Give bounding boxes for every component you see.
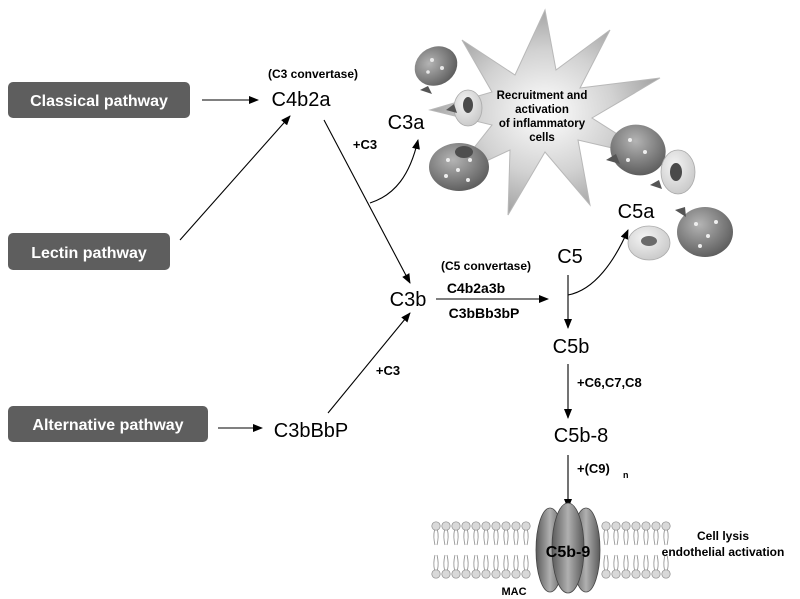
- inflammation-burst: Recruitment and activation of inflammato…: [428, 8, 661, 216]
- inflammatory-cell-icon: [446, 89, 483, 127]
- burst-line-3: of inflammatory: [499, 118, 586, 130]
- plus-c9-subscript: n: [623, 470, 629, 480]
- arrow-lectin-to-c4b2a: [179, 115, 291, 241]
- plus-c9-label: +(C9): [577, 461, 610, 476]
- mac-pore: C5b-9: [535, 502, 601, 594]
- c5-convertase-note: (C5 convertase): [441, 259, 531, 273]
- lipid-bilayer-membrane: [431, 521, 671, 579]
- burst-line-4: cells: [529, 132, 555, 144]
- c4b2a3b-label: C4b2a3b: [447, 280, 505, 296]
- inflammatory-cell-icon: [429, 143, 489, 191]
- inflammatory-cell-icon: [606, 124, 666, 176]
- c3bbbp-label: C3bBbP: [274, 420, 349, 442]
- c4b2a-label: C4b2a: [272, 89, 332, 111]
- c3a-label: C3a: [388, 112, 426, 134]
- outcome-line-2: endothelial activation: [662, 545, 785, 559]
- alternative-pathway-label: Alternative pathway: [32, 417, 183, 434]
- c3b-label: C3b: [390, 289, 427, 311]
- arrow-c5-to-c5a: [567, 229, 629, 296]
- c5-label: C5: [557, 246, 583, 268]
- inflammatory-cell-icon: [627, 225, 671, 261]
- c5b-label: C5b: [553, 336, 590, 358]
- inflammatory-cell-icon: [675, 207, 733, 257]
- lectin-pathway-label: Lectin pathway: [31, 245, 147, 262]
- burst-line-2: activation: [515, 104, 569, 116]
- lectin-pathway-box: Lectin pathway: [8, 233, 170, 270]
- arrow-to-c3a: [369, 139, 420, 204]
- alternative-pathway-box: Alternative pathway: [8, 406, 208, 442]
- arrow-c3bbbp-to-c3b: [327, 312, 411, 414]
- plus-c9n-label: +(C9) n: [577, 461, 629, 480]
- classical-pathway-box: Classical pathway: [8, 82, 190, 118]
- plus-c6-c7-c8-label: +C6,C7,C8: [577, 375, 642, 390]
- c3bbb3bp-label: C3bBb3bP: [449, 305, 520, 321]
- classical-pathway-label: Classical pathway: [30, 93, 168, 110]
- outcome-line-1: Cell lysis: [697, 529, 749, 543]
- arrow-c4b2a-to-c3b: [323, 119, 411, 284]
- burst-line-1: Recruitment and: [497, 90, 588, 102]
- mac-label: MAC: [501, 586, 526, 598]
- plus-c3-label: +C3: [353, 137, 377, 152]
- inflammatory-cell-icon: [650, 149, 696, 195]
- inflammatory-cell-icon: [414, 46, 458, 94]
- c5a-label: C5a: [618, 201, 656, 223]
- c5b8-label: C5b-8: [554, 425, 608, 447]
- plus-c3-label: +C3: [376, 363, 400, 378]
- c3-convertase-note: (C3 convertase): [268, 67, 358, 81]
- c5b9-label: C5b-9: [546, 544, 591, 561]
